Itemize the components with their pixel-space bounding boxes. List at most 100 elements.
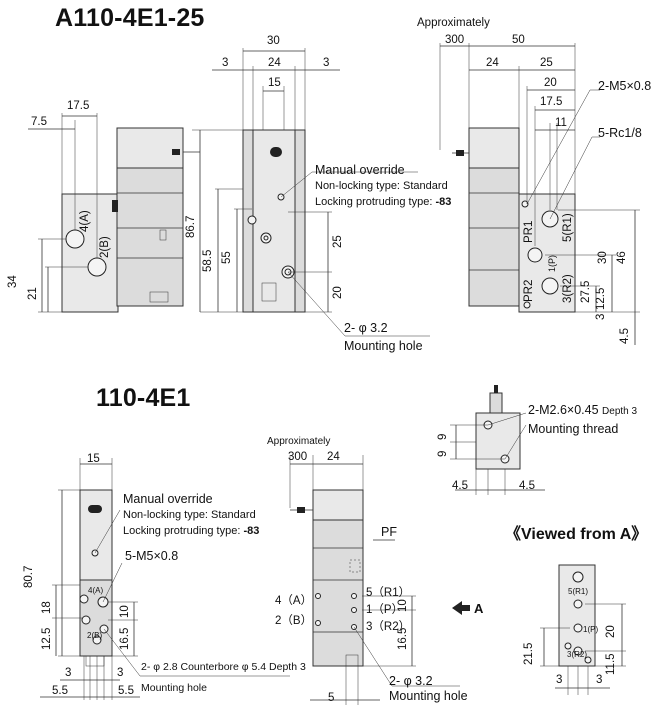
dim-25: 25 [332,235,344,248]
mounting-thread-label: Mounting thread [528,422,619,436]
m26-thread-label: 2-M2.6×0.45 Depth 3 [528,403,638,417]
dim-10-mid: 10 [397,599,409,612]
valve-front-view-top [192,48,430,337]
dim-30: 30 [267,35,280,47]
port-2b-mid-label: 2（B） [275,615,313,627]
rc-label: 5-Rc1/8 [598,126,642,140]
m5-bottom-label: 5-M5×0.8 [125,549,179,563]
dim-27-5: 27.5 [580,280,592,303]
dim-12-5-right: 12.5 [595,287,607,310]
approximately-label-top: Approximately [417,17,490,29]
port-r1-label: 5(R1) [562,213,574,242]
dim-4-5-a: 4.5 [452,480,468,492]
dim-24-bottom: 24 [327,451,340,463]
valve-front-view-bottom [40,458,290,700]
dim-21: 21 [27,287,39,300]
manual-override-label: Manual override [315,163,405,177]
dim-300-bottom: 300 [288,451,308,463]
dim-3-left: 3 [222,57,229,69]
dim-5-mid: 5 [328,692,335,704]
port-r1-mid-label: 5（R1） [366,587,411,599]
port-holes [315,593,357,630]
dim-16-5-mid: 16.5 [397,627,409,650]
dim-10-bottom-left: 10 [119,605,131,618]
m5-label: 2-M5×0.8 [598,79,652,93]
dim-34: 34 [7,275,19,288]
dim-55: 55 [221,251,233,264]
dim-21-5: 21.5 [523,642,535,665]
mounting-hole-left-label: Mounting hole [141,682,207,694]
dim-46: 46 [616,251,628,264]
dim-24-right: 24 [486,57,499,69]
dim-4-5-right: 4.5 [619,328,631,344]
dim-20-va: 20 [605,625,617,638]
port-4a-label: 4(A) [79,210,91,232]
va-r1-label: 5(R1) [568,587,589,596]
view-a-arrow-label: A [474,601,484,616]
dim-17-5: 17.5 [67,100,90,112]
port-2b-label: 2(B) [99,236,111,258]
viewed-from-a-drawing [540,564,626,695]
port-pr1-label: PR1 [523,220,535,243]
dim-25-right: 25 [540,57,553,69]
dim-15: 15 [268,77,281,89]
dim-300: 300 [445,34,465,46]
dim-7-5: 7.5 [31,116,47,128]
approximately-label-bottom: Approximately [267,436,331,447]
dim-86-7: 86.7 [185,215,197,238]
va-p-label: 1(P) [583,625,599,634]
non-locking-label: Non-locking type: Standard [315,180,448,192]
main-title: A110-4E1-25 [55,4,205,32]
dim-20: 20 [332,286,344,299]
dim-24: 24 [268,57,281,69]
port-2b-bottom-label: 2(B) [87,631,103,640]
view-arrow [452,601,470,615]
mounting-hole-mid-label: Mounting hole [389,689,468,703]
port-4a-bottom-label: 4(A) [88,586,104,595]
mounting-thread-detail [450,385,545,495]
mounting-hole-mid-size-label: 2- φ 3.2 [389,674,433,688]
dim-12-5-bottom: 12.5 [41,627,53,650]
dim-58-5: 58.5 [202,249,214,272]
non-locking-bottom-label: Non-locking type: Standard [123,509,256,521]
port-r2-mid-label: 3（R2） [366,621,411,633]
manual-override-bottom-label: Manual override [123,492,213,506]
dim-30-right: 30 [597,251,609,264]
dim-11: 11 [555,117,567,129]
valve-end-view-top [439,43,640,345]
dim-9-a: 9 [437,433,449,440]
dim-17-5-right: 17.5 [540,96,563,108]
dim-3-va-a: 3 [556,674,563,686]
dim-5-5-b: 5.5 [118,685,134,697]
dim-15-bottom: 15 [87,453,100,465]
dim-5-5-a: 5.5 [52,685,68,697]
mounting-hole-label: Mounting hole [344,339,423,353]
locking-label: Locking protruding type: -83 [315,196,452,208]
dim-11-5: 11.5 [605,653,617,675]
viewed-from-a-title: 《Viewed from A》 [505,526,648,543]
dim-9-b: 9 [437,450,449,457]
dim-3-bottom-a: 3 [65,667,72,679]
dim-18: 18 [41,601,53,614]
port-r2-label: 3(R2) [562,274,574,303]
dim-50: 50 [512,34,525,46]
locking-bottom-label: Locking protruding type: -83 [123,525,260,537]
port-p1-label: 1(P) [547,254,557,272]
pf-label: PF [381,525,397,539]
dim-80-7: 80.7 [23,565,35,588]
port-p-mid-label: 1（P） [366,604,404,616]
va-r2-label: 3(R2) [567,650,588,659]
port-pr2-label: PR2 [523,279,535,302]
counterbore-label: 2- φ 2.8 Counterbore φ 5.4 Depth 3 [141,661,306,673]
dim-20-right: 20 [544,77,557,89]
port-4a-mid-label: 4（A） [275,595,313,607]
dim-3-bottom-b: 3 [117,667,124,679]
dim-3-right-edge: 3 [595,313,607,320]
dim-16-5-bottom-left: 16.5 [119,627,131,650]
dim-3-right: 3 [323,57,330,69]
valve-side-view-bottom [289,455,460,705]
dim-3-va-b: 3 [596,674,603,686]
valve-side-view-top [28,113,200,313]
secondary-title: 110-4E1 [96,384,191,412]
